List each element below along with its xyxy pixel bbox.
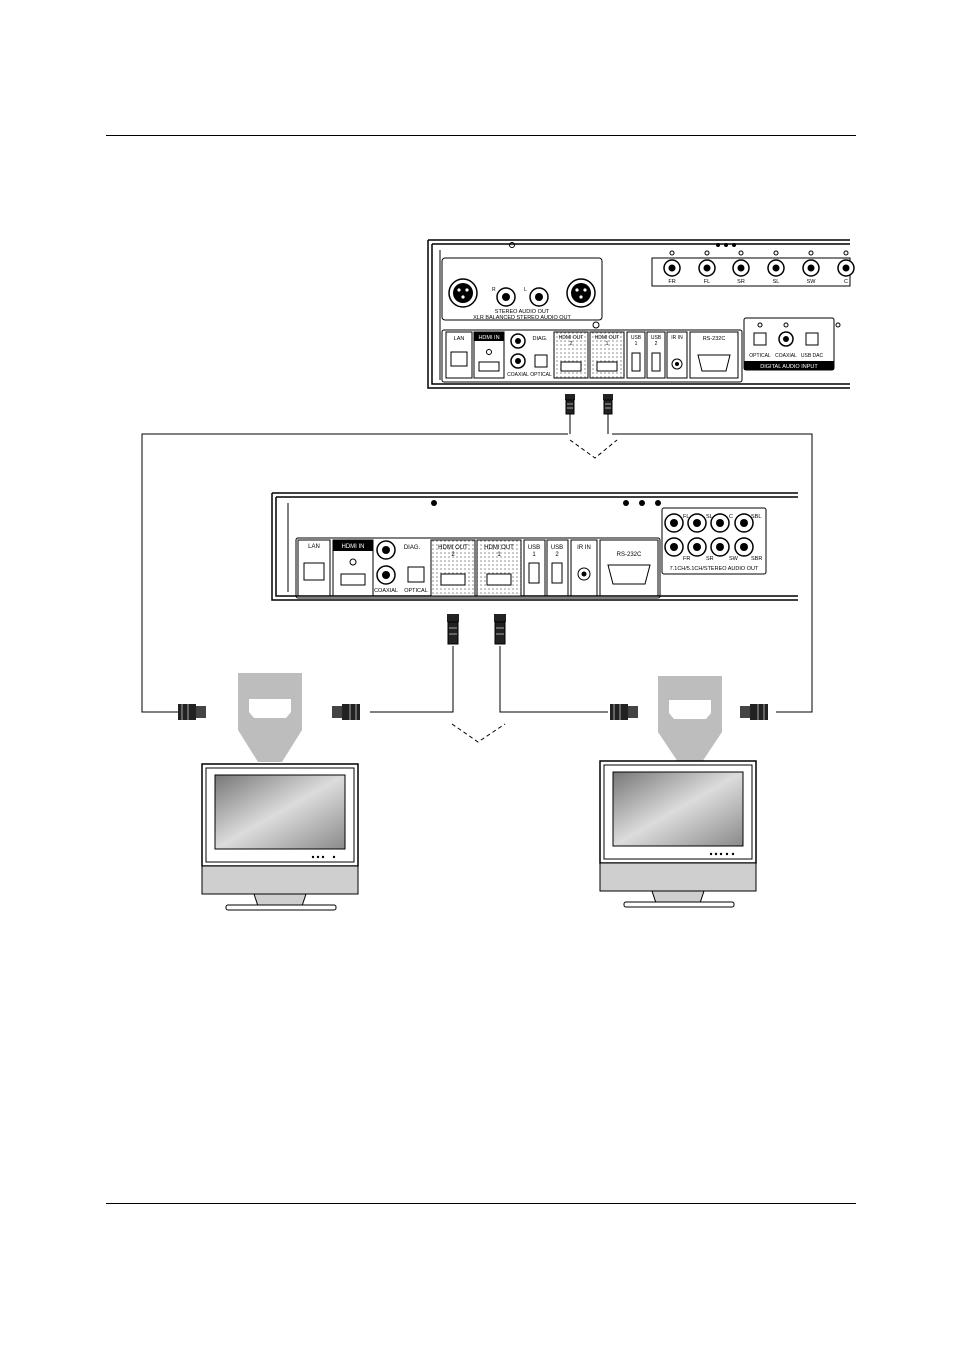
tv-icon bbox=[201, 763, 359, 911]
rca-jack-icon bbox=[496, 287, 549, 307]
digital-audio-input-label: DIGITAL AUDIO INPUT bbox=[760, 364, 818, 370]
hdmi-out-1-number: 1 bbox=[497, 552, 501, 558]
optical-label: OPTICAL bbox=[404, 588, 428, 594]
channel-label-sl: SL bbox=[773, 279, 780, 285]
usb-2-label: USB bbox=[651, 335, 662, 341]
bottom-hdmi-cable-icon bbox=[370, 614, 608, 743]
ch-label-sbr: SBR bbox=[751, 556, 762, 562]
hdmi-out-1-label: HDMI OUT bbox=[595, 335, 620, 341]
usb-2-number: 2 bbox=[555, 552, 559, 558]
diag-label: DIAG. bbox=[533, 336, 548, 342]
channel-label-sr: SR bbox=[737, 279, 745, 285]
hdmi-port-icon bbox=[596, 361, 618, 372]
ch-label-fl: FL bbox=[683, 514, 689, 520]
stereo-audio-out-label: STEREO AUDIO OUT bbox=[495, 309, 550, 315]
ir-in-label: IR IN bbox=[671, 335, 683, 341]
hdmi-out-2-number: 2 bbox=[570, 341, 573, 347]
channel-label-fr: FR bbox=[668, 279, 675, 285]
usb-port-icon bbox=[551, 562, 563, 584]
xlr-balanced-label: XLR BALANCED STEREO AUDIO OUT bbox=[473, 315, 571, 321]
usb-port-icon bbox=[651, 352, 661, 372]
usb-2-number: 2 bbox=[655, 341, 658, 347]
left-long-cable bbox=[141, 433, 568, 713]
hdmi-cable-icon bbox=[178, 704, 768, 720]
coaxial-label: COAXIAL bbox=[374, 588, 398, 594]
xlr-channel-l: L bbox=[524, 287, 527, 293]
usb-1-label: USB bbox=[631, 335, 642, 341]
ch-label-sr: SR bbox=[706, 556, 714, 562]
ch-label-c: C bbox=[729, 514, 733, 520]
lan-label: LAN bbox=[454, 336, 465, 342]
ir-in-label: IR IN bbox=[577, 545, 591, 551]
channel-label-c: C bbox=[844, 279, 848, 285]
hdmi-out-1-number: 1 bbox=[606, 341, 609, 347]
ch-label-sw: SW bbox=[729, 556, 739, 562]
xlr-connector-icon bbox=[448, 278, 478, 308]
hdmi-out-2-label: HDMI OUT bbox=[559, 335, 584, 341]
dai-usb-dac-label: USB DAC bbox=[801, 353, 824, 359]
hdmi-out-2-label: HDMI OUT bbox=[438, 545, 468, 551]
multichannel-label: 7.1CH/5.1CH/STEREO AUDIO OUT bbox=[670, 566, 759, 572]
usb-2-label: USB bbox=[551, 545, 563, 551]
top-player-rear-panel: R L STEREO AUDIO OUT XLR BALANCED STEREO… bbox=[427, 239, 855, 389]
diag-label: DIAG. bbox=[404, 545, 421, 551]
usb-1-label: USB bbox=[528, 545, 540, 551]
rs232c-label: RS-232C bbox=[703, 336, 726, 342]
usb-1-number: 1 bbox=[635, 341, 638, 347]
channel-label-sw: SW bbox=[807, 279, 817, 285]
usb-1-number: 1 bbox=[532, 552, 536, 558]
hdmi-in-label: HDMI IN bbox=[478, 335, 499, 341]
channel-label-fl: FL bbox=[704, 279, 710, 285]
lan-label: LAN bbox=[308, 544, 320, 550]
footer-rule bbox=[106, 1203, 856, 1204]
hdmi-badge-icon bbox=[238, 673, 302, 762]
ch-label-fr: FR bbox=[683, 556, 690, 562]
tv-icon bbox=[599, 760, 757, 908]
header-rule bbox=[106, 135, 856, 136]
hdmi-badge-icon bbox=[658, 676, 722, 762]
hdmi-port-icon bbox=[440, 573, 466, 586]
coaxial-label: COAXIAL bbox=[507, 372, 529, 378]
usb-port-icon bbox=[631, 352, 641, 372]
hdmi-port-icon bbox=[486, 573, 512, 586]
dai-coaxial-label: COAXIAL bbox=[775, 353, 797, 359]
hdmi-port-icon bbox=[560, 361, 582, 372]
xlr-connector-icon bbox=[566, 278, 596, 308]
dai-optical-label: OPTICAL bbox=[749, 353, 771, 359]
hdmi-in-label: HDMI IN bbox=[342, 544, 365, 550]
rs232c-label: RS-232C bbox=[617, 552, 642, 558]
analog-out-jacks bbox=[663, 250, 855, 277]
multichannel-jacks bbox=[664, 513, 754, 557]
hdmi-out-1-label: HDMI OUT bbox=[484, 545, 514, 551]
hdmi-out-2-number: 2 bbox=[451, 552, 455, 558]
optical-label: OPTICAL bbox=[530, 372, 552, 378]
ch-label-sl: SL bbox=[706, 514, 713, 520]
right-long-cable bbox=[612, 433, 813, 713]
bottom-player-rear-panel: LAN HDMI IN DIAG. COAXIAL OPTICAL HDMI O… bbox=[271, 492, 798, 601]
usb-port-icon bbox=[528, 562, 540, 584]
top-hdmi-cable-icon bbox=[564, 393, 618, 459]
xlr-channel-r: R bbox=[492, 287, 496, 293]
ch-label-sbl: SBL bbox=[751, 514, 761, 520]
